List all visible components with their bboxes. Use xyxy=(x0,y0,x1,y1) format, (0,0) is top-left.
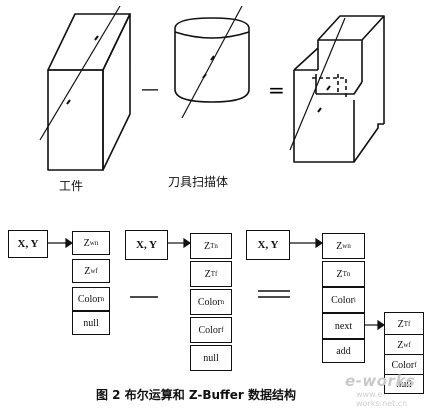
list3-cell-4: add xyxy=(322,339,365,363)
tool-sweep-label: 刀具扫描体 xyxy=(168,175,229,189)
list1-head: X, Y xyxy=(8,230,48,258)
workpiece-label: 工件 xyxy=(59,179,84,193)
list4-cell-3: null xyxy=(384,374,424,394)
list2-cell-4: null xyxy=(190,345,232,371)
list3-head: X, Y xyxy=(246,230,290,260)
watermark-url: www.e-works.net.cn xyxy=(356,390,408,408)
tool-sweep-volume xyxy=(174,5,250,119)
list3-cell-3: next xyxy=(322,313,365,339)
list2-head: X, Y xyxy=(125,230,168,260)
minus-operator-top: — xyxy=(141,79,159,100)
figure-caption: 图 2 布尔运算和 Z-Buffer 数据结构 xyxy=(96,388,296,402)
equals-operator-top: = xyxy=(268,78,285,102)
result-solid xyxy=(289,15,385,163)
watermark-logo: e-works xyxy=(345,372,416,390)
list1-cell-3: null xyxy=(72,311,110,335)
workpiece-box xyxy=(39,5,131,171)
